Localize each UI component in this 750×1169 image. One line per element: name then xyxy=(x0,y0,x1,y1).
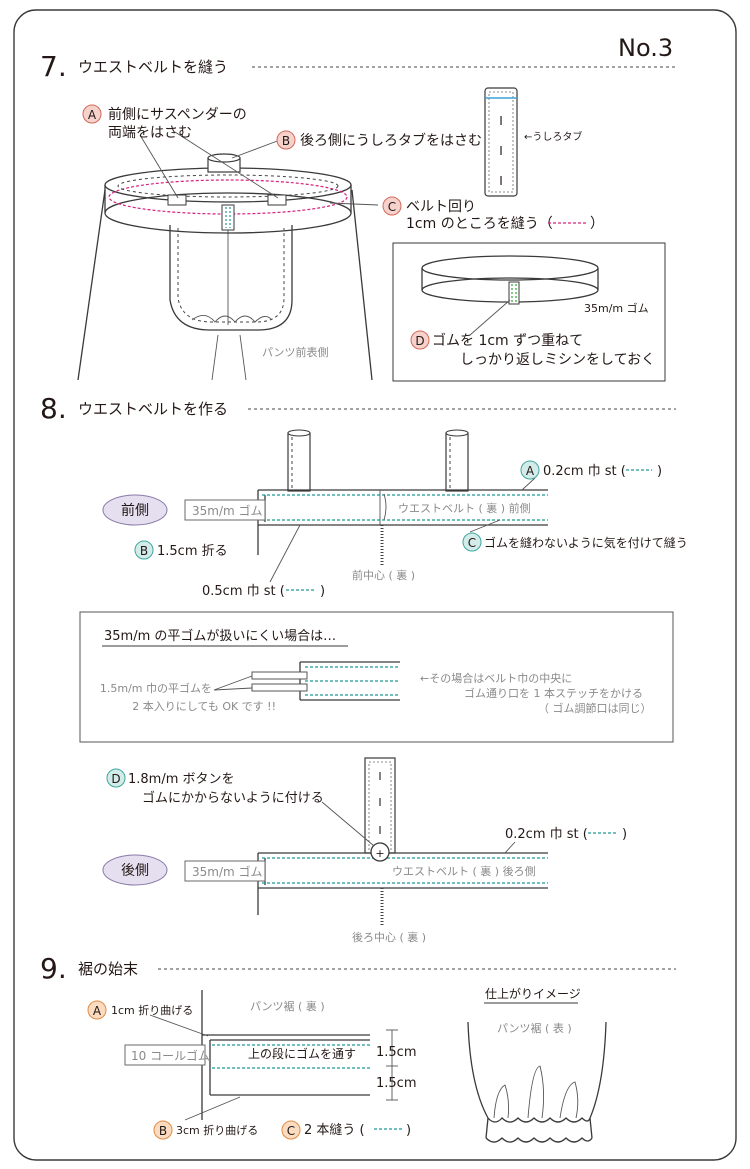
svg-text:I: I xyxy=(378,770,381,783)
s8-alt-left2: 2 本入りにしても OK です !! xyxy=(132,699,276,713)
s8-alt-left1: 1.5m/m 巾の平ゴムを xyxy=(100,681,212,695)
s9-a-badge xyxy=(87,1000,107,1020)
s9-dim2: 1.5cm xyxy=(376,1076,417,1091)
s7-d-badge xyxy=(410,330,430,350)
svg-text:A: A xyxy=(526,464,535,478)
s9-b-badge xyxy=(153,1120,173,1140)
s7-d-box xyxy=(392,242,666,382)
svg-text:A: A xyxy=(93,1004,102,1018)
s8-b-badge xyxy=(134,540,154,560)
s8-back-belt: I I I + xyxy=(257,757,548,925)
svg-text:35m/m ゴム: 35m/m ゴム xyxy=(192,864,263,879)
page-number: No.3 xyxy=(618,34,673,62)
s8-alt-right1: ←その場合はベルト巾の中央に xyxy=(420,671,572,685)
s8-title: ウエストベルトを作る xyxy=(78,400,228,418)
s8-gomu-box2 xyxy=(184,860,266,882)
s7-a-line2: 両端をはさむ xyxy=(108,125,192,141)
s7-d-line1: ゴムを 1cm ずつ重ねて xyxy=(432,332,583,349)
s8-belt-front-label: ウエストベルト ( 裏 ) 前側 xyxy=(398,501,531,515)
s8-center-back: 後ろ中心 ( 裏 ) xyxy=(352,930,426,944)
s8-d-line1: 1.8m/m ボタンを xyxy=(128,772,235,787)
s9-c-text: 2 本縫う ( xyxy=(304,1123,365,1138)
svg-text:10 コールゴム: 10 コールゴム xyxy=(131,1048,210,1063)
s8-alt-title: 35m/m の平ゴムが扱いにくい場合は… xyxy=(104,628,336,644)
svg-text:): ) xyxy=(622,827,627,842)
s7-d-line2: しっかり返しミシンをしておく xyxy=(460,352,655,368)
svg-text:A: A xyxy=(88,108,97,122)
s8-a-badge xyxy=(520,460,540,480)
s9-finish-illustration xyxy=(467,1021,607,1143)
s7-c-badge xyxy=(382,196,402,216)
svg-text:後側: 後側 xyxy=(121,863,149,879)
s9-finish-label: パンツ裾 ( 表 ) xyxy=(497,1021,572,1035)
s8-alt-box xyxy=(79,611,674,743)
svg-text:35m/m ゴム: 35m/m ゴム xyxy=(192,503,263,518)
s8-c-text: ゴムを縫わないように気を付けて縫う xyxy=(484,535,688,550)
s8-alt-illustration xyxy=(213,661,400,701)
s8-number: 8. xyxy=(40,392,67,425)
s7-back-tab: I I I xyxy=(484,87,518,197)
s8-b-text: 1.5cm 折る xyxy=(157,544,228,559)
s9-a-text: 1cm 折り曲げる xyxy=(111,1003,193,1017)
svg-text:C: C xyxy=(468,536,476,550)
s8-a-text: 0.2cm 巾 st ( xyxy=(543,464,626,479)
s8-alt-right3: （ ゴム調節口は同じ） xyxy=(538,701,652,715)
s9-hem-label: パンツ裾 ( 裏 ) xyxy=(250,999,325,1013)
s7-a-badge xyxy=(82,104,102,124)
s9-title: 裾の始末 xyxy=(78,960,138,978)
s8-d-badge xyxy=(106,768,126,788)
s7-c-line2: 1cm のところを縫う（ xyxy=(406,216,553,232)
svg-text:I: I xyxy=(378,824,381,837)
s8-d-line2: ゴムにかからないように付ける xyxy=(142,790,324,806)
svg-text:B: B xyxy=(159,1124,167,1138)
s9-inner-text: 上の段にゴムを通す xyxy=(248,1046,356,1061)
s7-number: 7. xyxy=(40,50,67,83)
svg-text:D: D xyxy=(111,772,120,786)
s9-finish-title: 仕上がりイメージ xyxy=(485,986,581,1001)
s7-b-badge xyxy=(276,130,296,150)
page-frame xyxy=(13,9,737,1161)
s8-front-oval xyxy=(102,494,168,526)
s9-c-badge xyxy=(281,1120,301,1140)
s8-front-belt xyxy=(257,429,548,583)
s9-gomu-box xyxy=(124,1044,206,1066)
s7-a-line1: 前側にサスペンダーの xyxy=(108,106,247,123)
s8-c-badge xyxy=(462,532,482,552)
s8-gomu-box xyxy=(184,499,266,521)
s7-gomu-label: 35m/m ゴム xyxy=(584,301,649,315)
s9-dim1: 1.5cm xyxy=(376,1045,417,1060)
s7-title: ウエストベルトを縫う xyxy=(78,58,228,76)
s7-belt-illustration xyxy=(77,131,379,381)
svg-text:D: D xyxy=(415,334,424,348)
svg-text:C: C xyxy=(287,1124,295,1138)
s7-pants-label: パンツ前表側 xyxy=(262,345,329,359)
svg-text:): ) xyxy=(657,464,662,479)
s7-b-text: 後ろ側にうしろタブをはさむ xyxy=(300,132,482,149)
s7-elastic-ring xyxy=(421,255,599,336)
s8-center-front: 前中心 ( 裏 ) xyxy=(352,568,415,582)
svg-text:+: + xyxy=(375,847,384,860)
svg-text:I: I xyxy=(499,144,503,158)
svg-text:）: ） xyxy=(590,216,604,232)
svg-text:B: B xyxy=(140,544,148,558)
svg-text:C: C xyxy=(388,200,396,214)
svg-text:I: I xyxy=(378,796,381,809)
s9-number: 9. xyxy=(40,952,67,985)
s8-st05-text: 0.5cm 巾 st ( xyxy=(202,584,285,599)
svg-text:): ) xyxy=(320,584,325,599)
svg-text:): ) xyxy=(406,1123,411,1138)
s7-c-line1: ベルト回り xyxy=(406,199,476,215)
s8-belt-back-label: ウエストベルト ( 裏 ) 後ろ側 xyxy=(392,864,536,878)
svg-text:I: I xyxy=(499,114,503,128)
s7-tab-label: ←うしろタブ xyxy=(524,130,582,143)
s8-st02-back: 0.2cm 巾 st ( xyxy=(505,827,588,842)
svg-text:前側: 前側 xyxy=(121,502,149,519)
s9-b-text: 3cm 折り曲げる xyxy=(176,1123,258,1137)
svg-text:I: I xyxy=(499,174,503,188)
s8-alt-right2: ゴム通り口を 1 本ステッチをかける xyxy=(464,686,643,700)
svg-text:B: B xyxy=(282,134,290,148)
s8-back-oval xyxy=(102,854,168,886)
